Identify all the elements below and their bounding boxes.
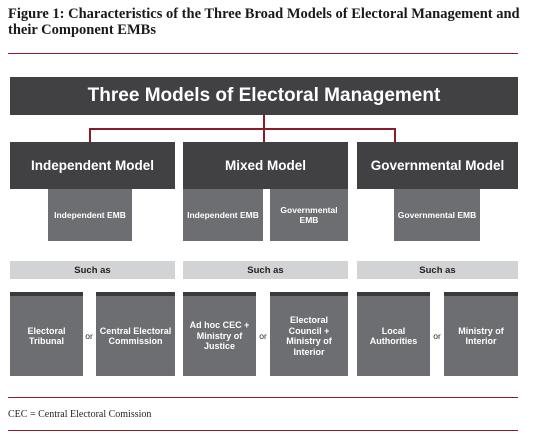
figure-title: Figure 1: Characteristics of the Three B… (8, 6, 520, 38)
example-adhoc-cec-ministry-justice: Ad hoc CEC + Ministry of Justice (183, 296, 256, 376)
bottom-rule (8, 430, 518, 431)
such-as-independent: Such as (10, 261, 175, 279)
example-top-bar (357, 292, 430, 296)
footnote: CEC = Central Electoral Comission (8, 409, 152, 420)
horizontal-connector (89, 128, 396, 130)
emb-mixed-independent-box: Independent EMB (183, 189, 263, 241)
such-as-governmental: Such as (357, 261, 518, 279)
independent-model-box: Independent Model (10, 142, 175, 189)
connector-governmental (394, 128, 396, 142)
or-label: or (85, 331, 93, 341)
example-ministry-of-interior: Ministry of Interior (444, 296, 518, 376)
top-rule (8, 53, 518, 54)
emb-independent-box: Independent EMB (48, 189, 132, 241)
such-as-mixed: Such as (183, 261, 348, 279)
example-electoral-tribunal: Electoral Tribunal (10, 296, 83, 376)
example-top-bar (444, 292, 518, 296)
connector-mixed (263, 128, 265, 142)
governmental-model-box: Governmental Model (357, 142, 518, 189)
example-top-bar (183, 292, 256, 296)
example-local-authorities: Local Authorities (357, 296, 430, 376)
or-label: or (259, 331, 267, 341)
emb-governmental-box: Governmental EMB (394, 189, 480, 241)
example-top-bar (96, 292, 175, 296)
or-label: or (433, 331, 441, 341)
main-title-box: Three Models of Electoral Management (10, 77, 518, 115)
connector-independent (89, 128, 91, 142)
example-electoral-council-ministry-interior: Electoral Council + Ministry of Interior (270, 296, 348, 376)
title-connector (263, 115, 265, 129)
example-top-bar (270, 292, 348, 296)
footnote-top-rule (8, 397, 518, 398)
mixed-model-box: Mixed Model (183, 142, 348, 189)
emb-mixed-governmental-box: Governmental EMB (270, 189, 348, 241)
example-central-electoral-commission: Central Electoral Commission (96, 296, 175, 376)
example-top-bar (10, 292, 83, 296)
